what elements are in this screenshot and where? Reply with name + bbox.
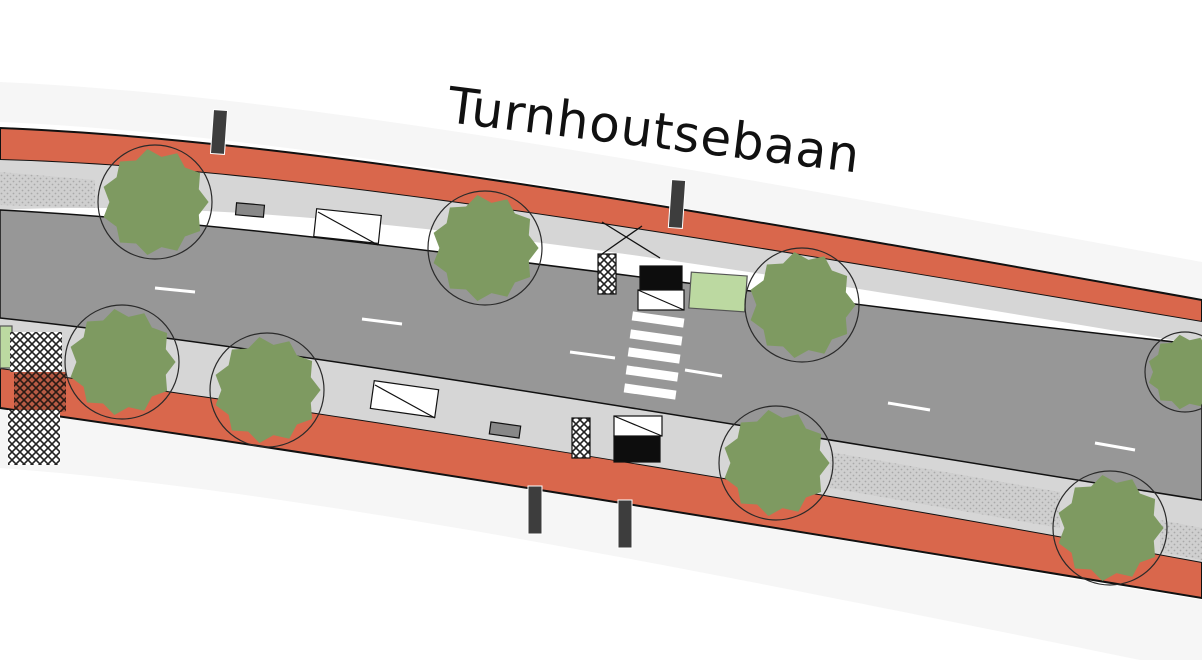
tree-canopy [215, 337, 321, 443]
dotted-paving [1160, 520, 1202, 560]
bollard-icon [617, 499, 633, 549]
tree-icon [97, 144, 213, 260]
zebra-stripe [623, 383, 677, 400]
bollard-icon [527, 485, 543, 535]
lane-markings [154, 286, 1136, 452]
black-block [613, 435, 661, 463]
lane-marking [154, 286, 196, 294]
paved-strip-north [0, 160, 1202, 345]
kerb-block [234, 202, 266, 218]
bollards [209, 109, 687, 549]
trees [64, 144, 1202, 586]
bus-stop-box [313, 208, 382, 245]
white-block-cross [613, 415, 663, 437]
tactile-paving [597, 253, 617, 295]
bollard-icon [209, 109, 229, 155]
hatched-area [10, 332, 62, 372]
tree-canopy [724, 410, 830, 516]
tree-crown-outline [1144, 331, 1202, 413]
bike-crossing-line [601, 225, 643, 255]
bike-crossing [601, 221, 661, 259]
tree-canopy [1058, 475, 1164, 581]
lane-marking [684, 368, 723, 378]
zebra-stripe [627, 347, 681, 364]
tree-crown-outline [744, 247, 860, 363]
white-block-cross [637, 289, 685, 311]
tree-canopy [103, 149, 209, 255]
lane-marking [887, 401, 931, 412]
bus-stop-box [369, 380, 440, 419]
dotted-paving [830, 452, 1060, 528]
kerb-block [488, 421, 522, 439]
sidewalk-south [0, 400, 1202, 660]
zebra-stripe [631, 311, 685, 328]
tree-icon [64, 304, 180, 420]
tree-crown-outline [64, 304, 180, 420]
tree-canopy [750, 252, 856, 358]
bike-lane-south [0, 366, 1202, 600]
tree-icon [1052, 470, 1168, 586]
hatched-area-red [14, 372, 66, 412]
tree-icon [209, 332, 325, 448]
tree-crown-outline [209, 332, 325, 448]
tree-icon [427, 190, 543, 306]
bus-stop-cross [374, 384, 436, 419]
lane-marking [1094, 441, 1136, 452]
tree-canopy [433, 195, 539, 301]
tree-icon [1144, 331, 1202, 413]
zebra-crossing [623, 311, 685, 400]
lane-marking [569, 350, 616, 360]
zebra-stripe [625, 365, 679, 382]
street-furniture [0, 202, 748, 465]
sidewalk-north [0, 82, 1202, 300]
bike-crossing-line [601, 221, 661, 259]
tree-icon [744, 247, 860, 363]
hatched-area [8, 410, 60, 465]
tree-icon [718, 405, 834, 521]
lane-marking [361, 317, 403, 326]
tree-crown-outline [427, 190, 543, 306]
bus-stop-cross [317, 211, 379, 246]
tactile-paving [571, 417, 591, 459]
tree-crown-outline [718, 405, 834, 521]
tree-crown-outline [97, 144, 213, 260]
tree-canopy [70, 309, 176, 415]
dotted-paving [0, 172, 95, 208]
zebra-stripe [629, 329, 683, 346]
tree-crown-outline [1052, 470, 1168, 586]
bollard-icon [667, 179, 687, 229]
tree-canopy [1148, 334, 1202, 410]
green-strip [688, 271, 748, 313]
